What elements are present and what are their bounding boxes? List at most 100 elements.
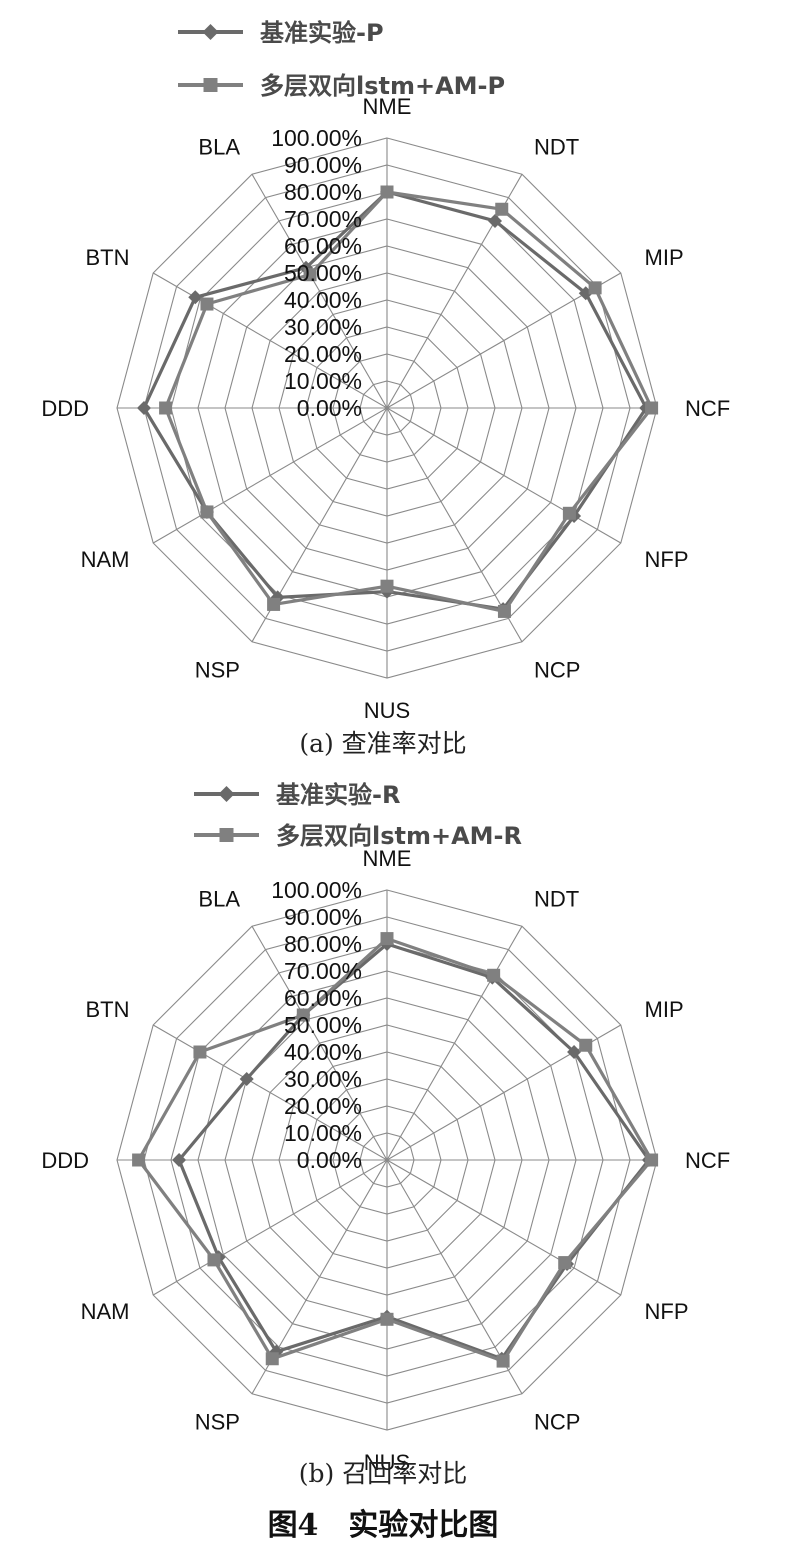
category-label: NCP — [534, 1410, 580, 1435]
category-label: NSP — [195, 1410, 240, 1435]
data-point — [265, 1352, 279, 1366]
data-point — [645, 401, 659, 415]
tick-label: 20.00% — [284, 1093, 362, 1119]
tick-label: 90.00% — [284, 152, 362, 178]
category-label: BTN — [86, 997, 130, 1022]
grid-spoke — [386, 407, 622, 544]
tick-label: 80.00% — [284, 179, 362, 205]
category-label: NFP — [645, 1299, 689, 1324]
data-point — [296, 1008, 310, 1022]
tick-label: 60.00% — [284, 233, 362, 259]
data-point — [588, 281, 602, 295]
data-point — [497, 604, 511, 618]
category-label: NDT — [534, 887, 579, 912]
tick-label: 30.00% — [284, 314, 362, 340]
category-label: NME — [363, 94, 412, 119]
data-point — [380, 1312, 394, 1326]
legend-label: 多层双向lstm+AM-P — [260, 72, 505, 100]
data-point — [380, 579, 394, 593]
tick-label: 80.00% — [284, 931, 362, 957]
category-label: NCP — [534, 658, 580, 683]
tick-label: 10.00% — [284, 1120, 362, 1146]
grid-spoke — [386, 925, 523, 1161]
category-label: BLA — [198, 887, 240, 912]
grid-spoke — [152, 1159, 388, 1296]
data-point — [188, 290, 203, 305]
category-label: NME — [363, 846, 412, 871]
category-label: NUS — [364, 698, 410, 723]
legend-marker — [203, 78, 218, 92]
category-label: NDT — [534, 135, 579, 160]
tick-label: 40.00% — [284, 1039, 362, 1065]
legend-marker — [202, 24, 219, 40]
tick-label: 30.00% — [284, 1066, 362, 1092]
grid-spoke — [152, 407, 388, 544]
tick-label: 20.00% — [284, 341, 362, 367]
data-point — [137, 401, 151, 415]
category-label: NAM — [81, 1299, 130, 1324]
grid-spoke — [386, 407, 523, 643]
data-point — [496, 1354, 510, 1368]
chart-caption: (a) 查准率对比 — [299, 729, 466, 758]
data-point — [193, 1045, 207, 1059]
tick-label: 60.00% — [284, 985, 362, 1011]
figure-title: 图4 实验对比图 — [268, 1508, 499, 1543]
data-point — [495, 202, 509, 216]
category-label: NCF — [685, 1148, 730, 1173]
tick-label: 70.00% — [284, 206, 362, 232]
radar-chart-precision: 0.00%10.00%20.00%30.00%40.00%50.00%60.00… — [41, 19, 730, 758]
data-point — [380, 932, 394, 946]
tick-label: 40.00% — [284, 287, 362, 313]
series-line — [137, 936, 654, 1363]
data-point — [132, 1153, 146, 1167]
category-label: MIP — [645, 997, 684, 1022]
data-point — [239, 1072, 254, 1086]
tick-label: 10.00% — [284, 368, 362, 394]
data-point — [380, 185, 394, 199]
tick-label: 50.00% — [284, 1012, 362, 1038]
grid-spoke — [386, 1159, 622, 1296]
data-point — [645, 1153, 659, 1167]
data-point — [488, 213, 502, 228]
grid-spoke — [152, 1024, 388, 1161]
category-label: NAM — [81, 547, 130, 572]
data-point — [487, 968, 501, 982]
radar-chart-recall: 0.00%10.00%20.00%30.00%40.00%50.00%60.00… — [41, 781, 730, 1488]
data-point — [579, 1038, 593, 1052]
data-point — [200, 297, 214, 311]
series-line — [177, 942, 651, 1361]
category-label: NFP — [645, 547, 689, 572]
tick-label: 70.00% — [284, 958, 362, 984]
data-point — [562, 506, 576, 520]
legend-label: 多层双向lstm+AM-R — [276, 822, 522, 850]
data-point — [558, 1256, 572, 1270]
data-point — [207, 1253, 221, 1267]
tick-label: 0.00% — [297, 1147, 362, 1173]
legend-label: 基准实验-R — [276, 781, 400, 809]
data-point — [200, 505, 214, 519]
grid-spoke — [251, 925, 388, 1161]
category-label: BLA — [198, 135, 240, 160]
category-label: MIP — [645, 245, 684, 270]
grid-spoke — [251, 173, 388, 409]
category-label: DDD — [41, 396, 89, 421]
tick-label: 50.00% — [284, 260, 362, 286]
category-label: NSP — [195, 658, 240, 683]
data-point — [267, 597, 281, 611]
data-point — [567, 1045, 582, 1059]
chart-caption: (b) 召回率对比 — [299, 1459, 467, 1488]
legend-label: 基准实验-P — [260, 19, 384, 47]
tick-label: 100.00% — [271, 877, 362, 903]
category-label: DDD — [41, 1148, 89, 1173]
category-label: NUS — [364, 1450, 410, 1475]
series-line — [142, 190, 648, 611]
data-point — [159, 401, 173, 415]
category-label: NCF — [685, 396, 730, 421]
legend-marker — [219, 828, 234, 842]
data-point — [303, 268, 317, 282]
tick-label: 100.00% — [271, 125, 362, 151]
data-point — [172, 1153, 187, 1167]
tick-label: 90.00% — [284, 904, 362, 930]
tick-label: 0.00% — [297, 395, 362, 421]
